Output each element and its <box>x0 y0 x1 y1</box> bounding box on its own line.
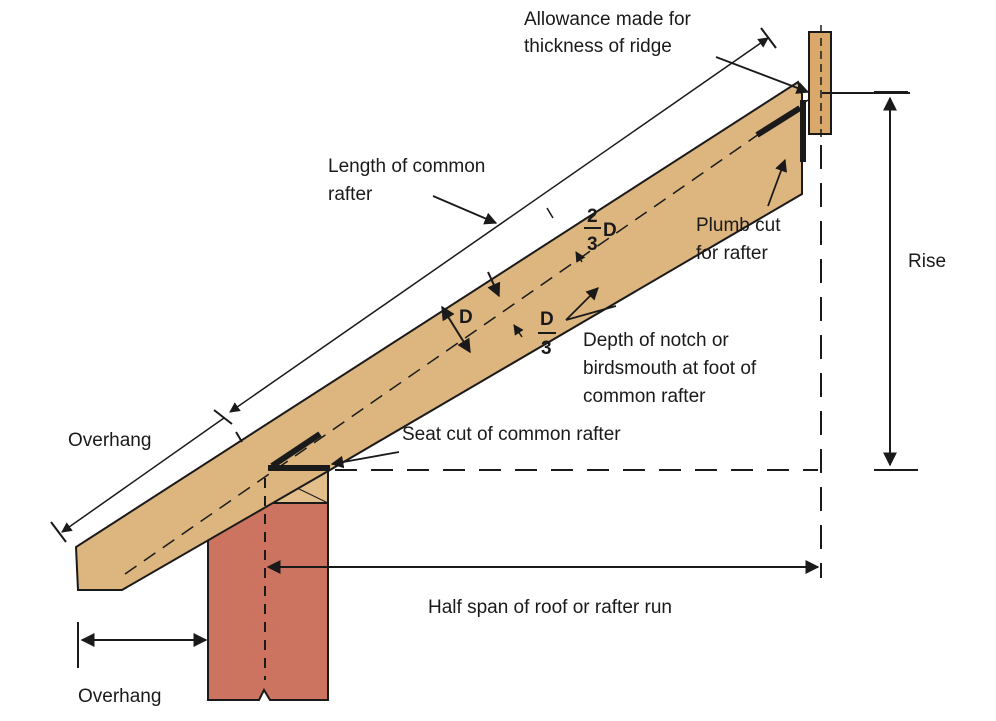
seat-cut-label: Seat cut of common rafter <box>402 424 621 445</box>
overhang-lower-label: Overhang <box>78 686 161 707</box>
rise-dimension <box>822 91 918 471</box>
depth-notch-label-line1: Depth of notch or <box>583 330 729 351</box>
wall-post <box>207 499 329 701</box>
plumb-cut-label-line2: for rafter <box>696 243 768 264</box>
half-span-label: Half span of roof or rafter run <box>428 597 672 618</box>
allowance-label-line1: Allowance made for <box>524 9 692 30</box>
depth-d-label: D <box>459 307 473 328</box>
overhang-upper-dimension <box>50 417 243 543</box>
leader-lines <box>330 56 810 469</box>
fraction-three-lower: 3 <box>541 338 552 359</box>
fraction-three-upper: 3 <box>587 234 598 255</box>
length-label-line1: Length of common <box>328 156 485 177</box>
plumb-cut-label-line1: Plumb cut <box>696 215 781 236</box>
seat-cut-mark <box>268 431 330 471</box>
rise-label: Rise <box>908 251 946 272</box>
allowance-label-line2: thickness of ridge <box>524 36 672 57</box>
d-over-3-marks <box>513 324 524 338</box>
depth-d-dimension <box>441 271 501 354</box>
ridge-board <box>808 25 832 142</box>
fraction-d-upper: D <box>603 220 617 241</box>
length-label-line2: rafter <box>328 184 373 205</box>
overhang-upper-label: Overhang <box>68 430 151 451</box>
two-thirds-d-marks <box>546 207 586 263</box>
depth-notch-label-line2: birdsmouth at foot of <box>583 358 757 379</box>
overhang-lower-dimension <box>77 622 208 668</box>
fraction-two: 2 <box>587 206 598 227</box>
depth-notch-label-line3: common rafter <box>583 386 706 407</box>
rafter-length-dimension <box>213 27 777 425</box>
fraction-d-lower: D <box>540 309 554 330</box>
